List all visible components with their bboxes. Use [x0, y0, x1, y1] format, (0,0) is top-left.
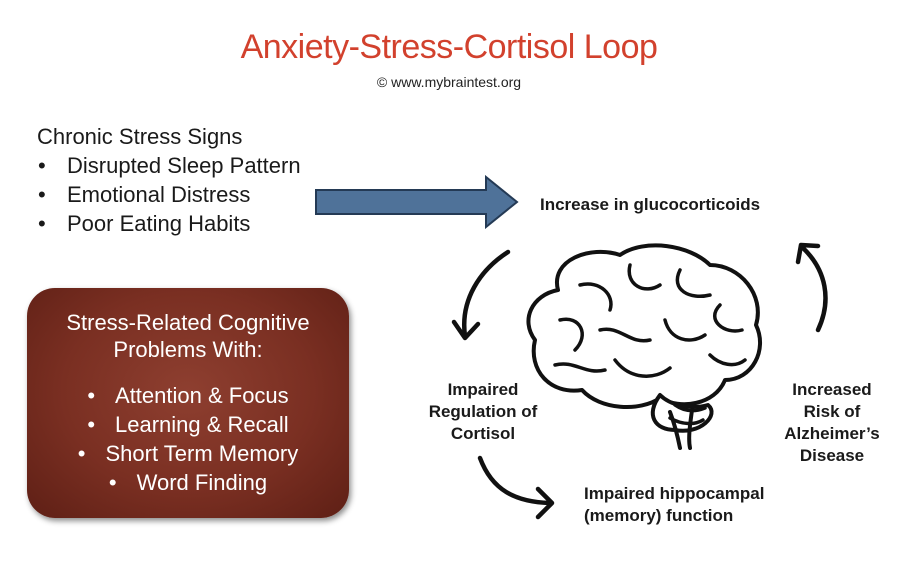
cognitive-problems-box: Stress-Related Cognitive Problems With: … — [27, 288, 349, 518]
label-line: Cortisol — [450, 424, 516, 443]
cognitive-heading-line: Problems With: — [113, 337, 263, 362]
label-alzheimers-risk: Increased Risk of Alzheimer’s Disease — [772, 379, 892, 467]
cognitive-problem-item: Attention & Focus — [27, 381, 349, 410]
label-glucocorticoids: Increase in glucocorticoids — [540, 195, 761, 214]
stress-sign-item: Emotional Distress — [37, 180, 301, 209]
label-line: Impaired hippocampal — [584, 484, 765, 503]
curved-arrow-up-icon — [795, 242, 828, 333]
diagram-title: Anxiety-Stress-Cortisol Loop — [240, 28, 658, 66]
chronic-stress-list: Disrupted Sleep Pattern Emotional Distre… — [37, 151, 301, 238]
cognitive-heading: Stress-Related Cognitive Problems With: — [27, 309, 349, 363]
cognitive-problem-item: Learning & Recall — [27, 410, 349, 439]
chronic-stress-signs: Chronic Stress Signs Disrupted Sleep Pat… — [37, 122, 301, 238]
label-line: (memory) function — [584, 506, 734, 525]
label-impaired-hippocampal: Impaired hippocampal (memory) function — [584, 483, 764, 527]
brain-icon — [526, 243, 762, 450]
stress-sign-item: Poor Eating Habits — [37, 209, 301, 238]
curved-arrow-down-icon — [451, 249, 511, 341]
cognitive-heading-line: Stress-Related Cognitive — [66, 310, 310, 335]
right-arrow-icon — [315, 175, 519, 229]
label-line: Risk of — [803, 402, 861, 421]
label-impaired-regulation: Impaired Regulation of Cortisol — [418, 379, 548, 445]
label-line: Disease — [799, 446, 865, 465]
label-line: Impaired — [447, 380, 519, 399]
cognitive-problems-list: Attention & Focus Learning & Recall Shor… — [27, 381, 349, 497]
right-arrow-shape — [315, 175, 519, 229]
label-line: Regulation of — [428, 402, 538, 421]
cognitive-problem-item: Short Term Memory — [27, 439, 349, 468]
copyright-notice: © www.mybraintest.org — [376, 74, 522, 90]
label-line: Increased — [792, 380, 872, 399]
cognitive-problem-item: Word Finding — [27, 468, 349, 497]
label-line: Alzheimer’s — [784, 424, 880, 443]
chronic-stress-heading: Chronic Stress Signs — [37, 124, 243, 149]
stress-sign-item: Disrupted Sleep Pattern — [37, 151, 301, 180]
curved-arrow-right-icon — [477, 455, 555, 520]
